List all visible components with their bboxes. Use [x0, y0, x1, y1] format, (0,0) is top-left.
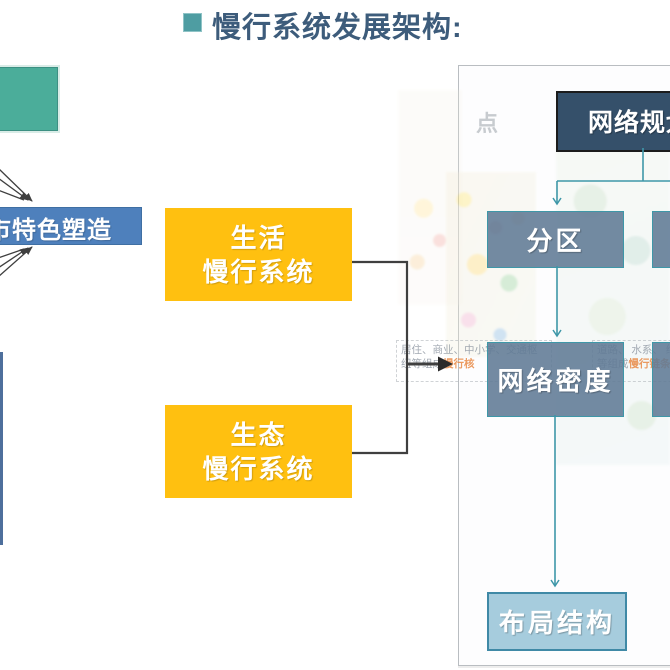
- title-bullet-square-icon: [183, 13, 202, 32]
- eco-slow-system-line1: 生态: [230, 419, 287, 450]
- right-edge-node-sliver-2: [652, 342, 670, 417]
- node-zoning: 分区: [487, 211, 624, 268]
- eco-slow-system-box: 生态 慢行系统: [165, 405, 352, 498]
- network-planning-header-box: [556, 91, 670, 152]
- faint-dot-label: 点: [476, 111, 501, 136]
- page-title: 慢行系统发展架构:: [212, 12, 463, 44]
- caption-slow-core-line2-accent: 慢行核: [443, 358, 475, 370]
- caption-slow-core-line2-gray: 纽等组成: [401, 358, 443, 370]
- city-feature-box: [0, 207, 142, 245]
- life-slow-system-line2: 慢行系统: [202, 256, 315, 287]
- life-slow-system-line1: 生活: [230, 222, 287, 253]
- city-feature-label: 市特色塑造: [0, 217, 112, 244]
- right-edge-node-sliver-1: [652, 211, 670, 268]
- left-edge-box-sliver: [0, 352, 3, 545]
- faint-map-image-top: [398, 90, 462, 305]
- node-network-density: 网络密度: [487, 342, 624, 417]
- node-layout-structure: 布局结构: [487, 592, 627, 651]
- eco-slow-system-line2: 慢行系统: [202, 453, 315, 484]
- teal-block: [0, 67, 58, 131]
- network-planning-header-label: 网络规划: [588, 109, 670, 137]
- life-slow-system-box: 生活 慢行系统: [165, 208, 352, 301]
